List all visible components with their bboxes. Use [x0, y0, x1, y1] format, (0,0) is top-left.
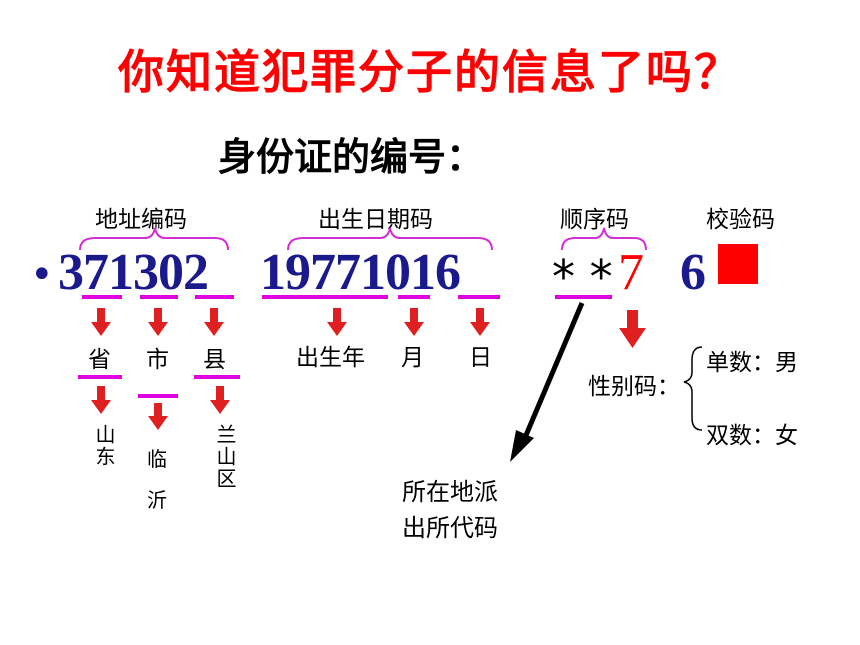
- arrow-gender: [619, 310, 646, 348]
- page-subtitle: 身份证的编号：: [218, 135, 485, 179]
- city-name-second: 沂: [147, 488, 167, 512]
- arrow-county: [204, 308, 224, 336]
- address-code-digits: 371302: [58, 244, 209, 301]
- check-code-label: 校验码: [706, 207, 775, 233]
- station-stars: * *: [552, 250, 613, 304]
- station-code-line2: 出所代码: [402, 514, 498, 542]
- station-code-note: 所在地派 出所代码: [390, 474, 510, 546]
- gender-code-label: 性别码：: [588, 374, 680, 400]
- id-bullet: •: [30, 252, 54, 298]
- province-name: 山东: [92, 424, 116, 468]
- check-digit-box: [718, 244, 758, 284]
- check-digit: 6: [680, 244, 706, 301]
- arrow-year: [327, 308, 347, 336]
- even-female-label: 双数：女: [706, 423, 798, 449]
- birth-year-label: 出生年: [296, 345, 365, 371]
- county-name: 兰山区: [213, 424, 237, 490]
- birth-brace: [287, 227, 493, 251]
- station-code-line1: 所在地派: [402, 478, 498, 506]
- arrow-city-name: [148, 403, 168, 430]
- birth-code-digits: 19771016: [260, 244, 461, 301]
- arrow-province: [91, 308, 111, 336]
- county-label: 县: [203, 347, 226, 373]
- arrow-day: [470, 308, 490, 336]
- province-label: 省: [88, 347, 111, 373]
- address-code-label: 地址编码: [95, 207, 187, 233]
- odd-male-label: 单数：男: [706, 350, 798, 376]
- gender-brace: [683, 346, 703, 431]
- sequence-brace: [561, 227, 647, 251]
- sequence-code-label: 顺序码: [560, 207, 629, 233]
- page-title: 你知道犯罪分子的信息了吗？: [118, 45, 742, 99]
- arrow-station: [521, 302, 585, 441]
- arrow-month: [404, 308, 424, 336]
- city-name-first: 临: [147, 447, 167, 471]
- arrow-province-name: [91, 386, 111, 414]
- birth-code-label: 出生日期码: [318, 207, 433, 233]
- city-label: 市: [146, 347, 169, 373]
- sequence-digit: 7: [618, 244, 644, 301]
- birth-day-label: 日: [469, 345, 492, 371]
- arrow-city: [148, 308, 168, 336]
- birth-month-label: 月: [401, 345, 424, 371]
- arrow-county-name: [210, 386, 230, 414]
- address-brace: [79, 227, 229, 251]
- arrow-station-head: [510, 430, 534, 462]
